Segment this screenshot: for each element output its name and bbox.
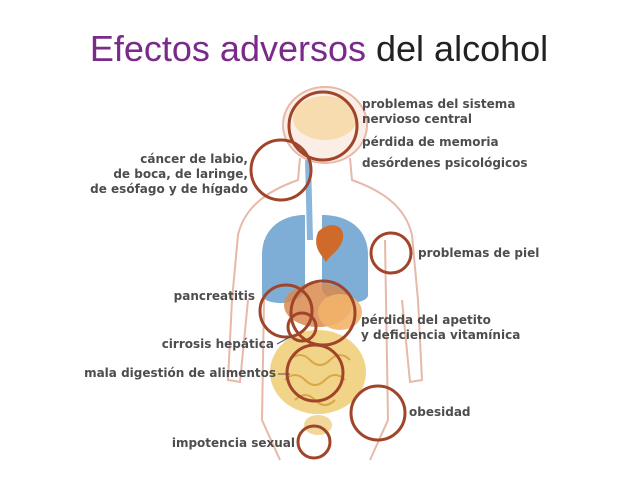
circle-genitals (296, 424, 332, 460)
left-lung-shape (262, 215, 305, 304)
label-digestion: mala digestión de alimentos (84, 366, 276, 380)
leader-cirrosis (276, 335, 293, 345)
label-snc-line1: problemas del sistema (362, 97, 516, 111)
circle-throat (249, 138, 313, 202)
stomach-shape (318, 294, 362, 330)
label-psicologicos: desórdenes psicológicos (362, 156, 528, 170)
circle-brain (287, 90, 359, 162)
heart-shape (316, 225, 344, 262)
label-impotencia: impotencia sexual (171, 436, 295, 450)
brain-shape (293, 96, 357, 140)
label-memoria: pérdida de memoria (362, 135, 499, 149)
title-rest: del alcohol (376, 28, 549, 69)
label-cancer: cáncer de labio, de boca, de laringe, de… (90, 152, 248, 197)
label-apetito-line2: y deficiencia vitamínica (361, 328, 521, 342)
trachea-shape (305, 159, 313, 241)
title-highlight: Efectos adversos (89, 28, 366, 69)
label-cancer-line1: cáncer de labio, (140, 152, 248, 166)
circle-liver (286, 311, 318, 343)
page-title: Efectos adversos del alcohol (0, 27, 638, 71)
label-piel: problemas de piel (418, 246, 540, 260)
label-cancer-line3: de esófago y de hígado (90, 182, 248, 196)
label-pancreatitis: pancreatitis (173, 289, 255, 303)
circle-obesity (349, 384, 407, 442)
circle-skin (369, 231, 413, 275)
label-cirrosis: cirrosis hepática (161, 337, 274, 351)
label-snc: problemas del sistema nervioso central (362, 97, 515, 127)
circle-pancreas (258, 283, 314, 339)
label-cancer-line2: de boca, de laringe, (113, 167, 248, 181)
label-snc-line2: nervioso central (362, 112, 473, 126)
circle-digestion (285, 343, 345, 403)
label-apetito: pérdida del apetito y deficiencia vitamí… (361, 313, 520, 343)
label-obesidad: obesidad (409, 405, 471, 419)
label-apetito-line1: pérdida del apetito (361, 313, 491, 327)
